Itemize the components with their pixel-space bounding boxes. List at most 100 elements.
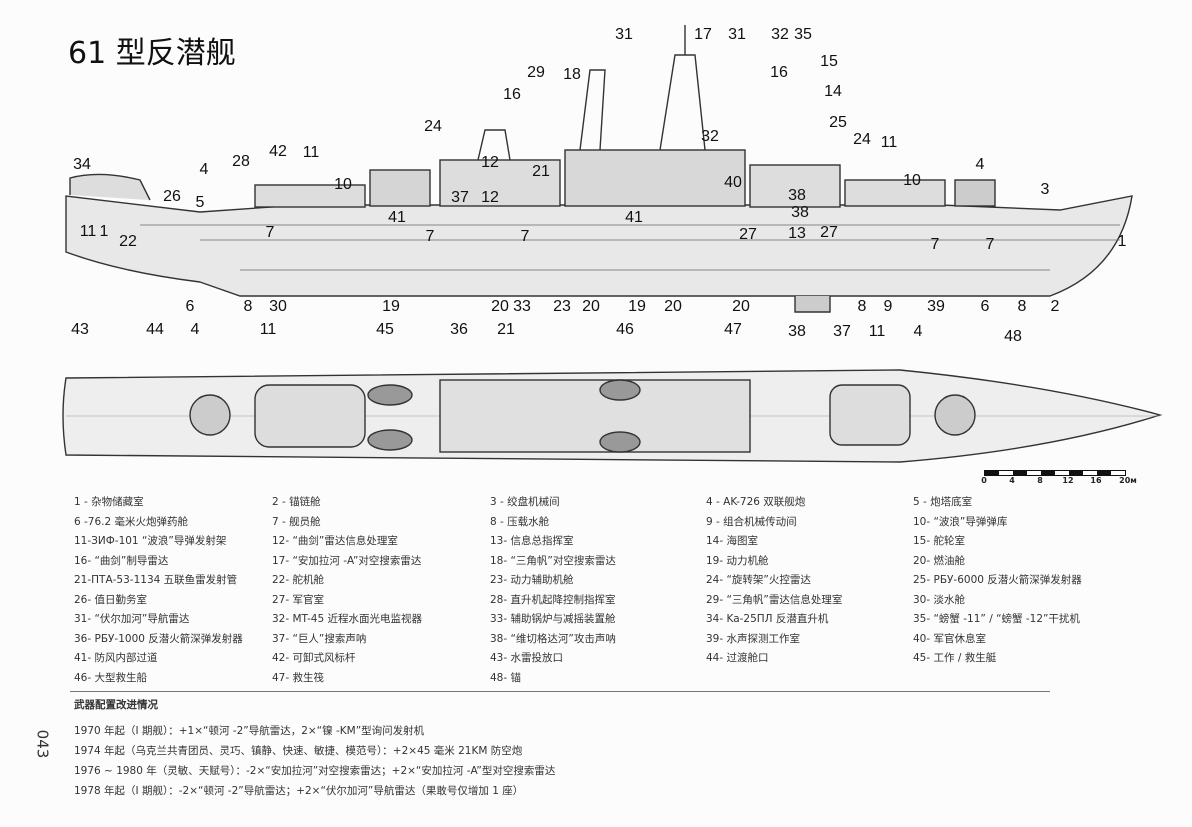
callout-number: 27 (739, 226, 757, 243)
callout-number: 29 (527, 64, 545, 81)
callout-number: 20 (664, 298, 682, 315)
callout-number: 5 (195, 194, 205, 211)
callout-number: 13 (788, 225, 806, 242)
callout-number: 11 (302, 144, 320, 161)
legend-item: 33- 辅助锅炉与减摇装置舱 (490, 613, 616, 625)
scale-tick: 20м (1119, 476, 1137, 485)
legend-item: 38- “维切格达河”攻击声呐 (490, 632, 616, 645)
callout-number: 34 (73, 156, 91, 173)
callout-number: 25 (829, 114, 847, 131)
callout-number: 20 (491, 298, 509, 315)
legend-item: 9 - 组合机械传动间 (706, 515, 797, 528)
callout-number: 6 (185, 298, 195, 315)
page-title: 61 型反潜舰 (68, 36, 236, 71)
callout-number: 32 (771, 26, 789, 43)
callout-number: 19 (382, 298, 400, 315)
callout-number: 18 (563, 66, 581, 83)
callout-number: 20 (582, 298, 600, 315)
callout-number: 35 (794, 26, 812, 43)
scale-tick: 4 (1009, 476, 1015, 485)
legend-item: 16- “曲剑”制导雷达 (74, 554, 169, 567)
callout-number: 11 (880, 134, 898, 151)
legend-item: 45- 工作 / 救生艇 (913, 652, 997, 664)
callout-number: 8 (857, 298, 867, 315)
ship-drawings (62, 25, 1163, 463)
legend-item: 12- “曲剑”雷达信息处理室 (272, 535, 398, 547)
callout-number: 4 (975, 156, 985, 173)
side-profile-drawing (65, 25, 1133, 313)
scale-tick: 16 (1090, 476, 1102, 485)
callout-number: 7 (265, 224, 275, 241)
callout-number: 7 (520, 228, 530, 245)
callout-number: 4 (190, 321, 200, 338)
legend-item: 5 - 炮塔底室 (913, 496, 973, 508)
callout-number: 17 (694, 26, 712, 43)
legend-item: 21-ПТА-53-1134 五联鱼雷发射管 (74, 574, 238, 586)
callout-number: 19 (628, 298, 646, 315)
divider (70, 691, 1050, 692)
legend-item: 6 -76.2 毫米火炮弹药舱 (74, 515, 189, 528)
legend-item: 27- 军官室 (272, 593, 324, 606)
callout-number: 38 (788, 323, 806, 340)
callout-number: 30 (269, 298, 287, 315)
scale-tick: 8 (1037, 476, 1043, 485)
callout-number: 6 (980, 298, 990, 315)
legend-item: 4 - AK-726 双联舰炮 (706, 496, 806, 508)
callout-number: 21 (497, 321, 515, 338)
callout-number: 40 (724, 174, 742, 191)
callout-number: 4 (913, 323, 923, 340)
legend-item: 7 - 舰员舱 (272, 515, 321, 528)
callout-number: 33 (513, 298, 531, 315)
callout-number: 16 (770, 64, 788, 81)
callout-number: 4 (199, 161, 209, 178)
legend-item: 23- 动力辅助机舱 (490, 574, 574, 586)
callout-number: 8 (1017, 298, 1027, 315)
legend-item: 3 - 绞盘机械间 (490, 496, 560, 508)
callout-number: 11 (868, 323, 886, 340)
legend-item: 34- Ka-25ПЛ 反潜直升机 (706, 613, 829, 625)
legend-item: 32- MT-45 近程水面光电监视器 (272, 613, 422, 625)
legend-item: 30- 淡水舱 (913, 593, 965, 606)
callout-number: 15 (820, 53, 838, 70)
callout-number: 8 (243, 298, 253, 315)
callout-number: 2 (1050, 298, 1060, 315)
callout-number: 41 (388, 209, 406, 226)
legend-item: 24- “旋转架”火控雷达 (706, 574, 811, 586)
callout-number: 31 (615, 26, 633, 43)
callout-number: 16 (503, 86, 521, 103)
legend-item: 28- 直升机起降控制指挥室 (490, 593, 616, 606)
legend-item: 44- 过渡舱口 (706, 652, 769, 664)
callout-number: 26 (163, 188, 181, 205)
callout-number: 24 (424, 118, 442, 135)
legend-item: 46- 大型救生船 (74, 671, 147, 684)
legend-item: 37- “巨人”搜索声呐 (272, 632, 367, 645)
plan-view-drawing (62, 369, 1163, 463)
legend-item: 31- “伏尔加河”导航雷达 (74, 613, 190, 625)
callout-number: 23 (553, 298, 571, 315)
legend-item: 22- 舵机舱 (272, 574, 324, 586)
callout-number: 11 (259, 321, 277, 338)
scale-bar-graphic (984, 470, 1126, 476)
callout-number: 10 (334, 176, 352, 193)
callout-number: 39 (927, 298, 945, 315)
scale-tick: 0 (981, 476, 987, 485)
callout-number: 22 (119, 233, 137, 250)
callout-number: 7 (930, 236, 940, 253)
callout-number: 27 (820, 224, 838, 241)
notes-line: 1970 年起（I 期舰）：+1×“顿河 -2”导航雷达，2×“镍 -KM”型询… (74, 725, 425, 737)
callout-number: 7 (425, 228, 435, 245)
legend-item: 36- РБУ-1000 反潜火箭深弹发射器 (74, 632, 243, 645)
legend-item: 1 - 杂物储藏室 (74, 496, 144, 508)
legend-item: 48- 锚 (490, 671, 521, 684)
legend-item: 47- 救生筏 (272, 671, 324, 684)
callout-number: 1 (1117, 233, 1127, 250)
legend-item: 19- 动力机舱 (706, 554, 769, 567)
callout-number: 42 (269, 143, 287, 160)
legend-item: 8 - 压载水舱 (490, 515, 550, 528)
legend-item: 20- 燃油舱 (913, 554, 965, 567)
legend-item: 17- “安加拉河 -A”对空搜索雷达 (272, 554, 422, 567)
callout-number: 14 (824, 83, 842, 100)
legend-item: 18- “三角帆”对空搜索雷达 (490, 554, 616, 567)
